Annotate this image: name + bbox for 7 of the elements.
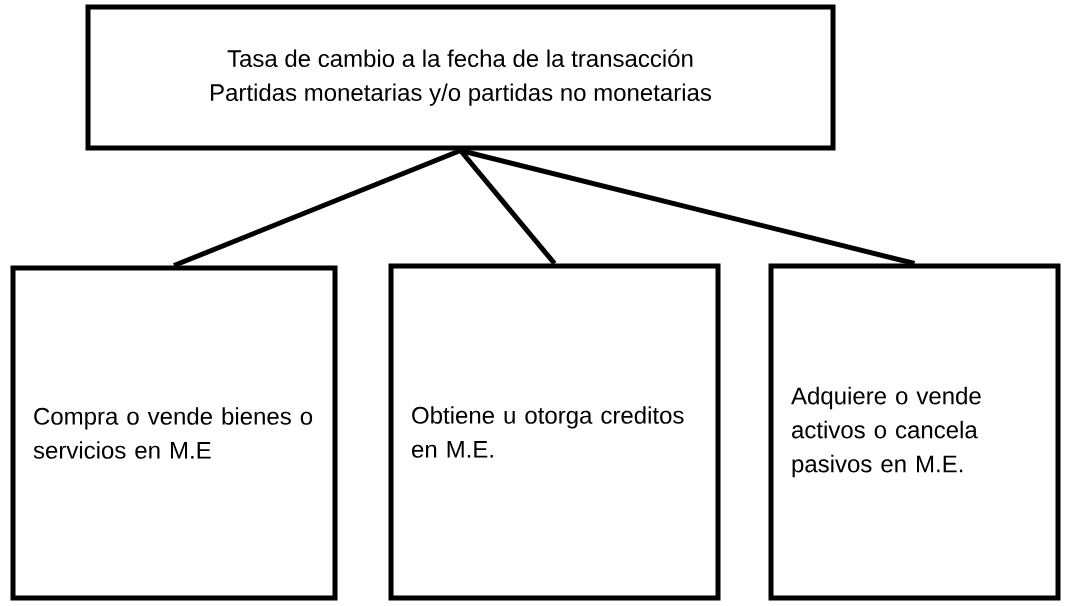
- connector-line: [173, 148, 462, 268]
- process-box: Adquiere o vende activos o cancela pasivos en M.E.: [768, 263, 1061, 601]
- connector-line: [458, 148, 557, 266]
- connector-line: [459, 148, 916, 266]
- header-box: Tasa de cambio a la fecha de la transacción Partidas monetarias y/o partidas no monetarias: [85, 4, 836, 151]
- process-box: Compra o vende bienes o servicios en M.E: [10, 265, 338, 601]
- process-box: Obtiene u otorga creditos en M.E.: [388, 263, 721, 601]
